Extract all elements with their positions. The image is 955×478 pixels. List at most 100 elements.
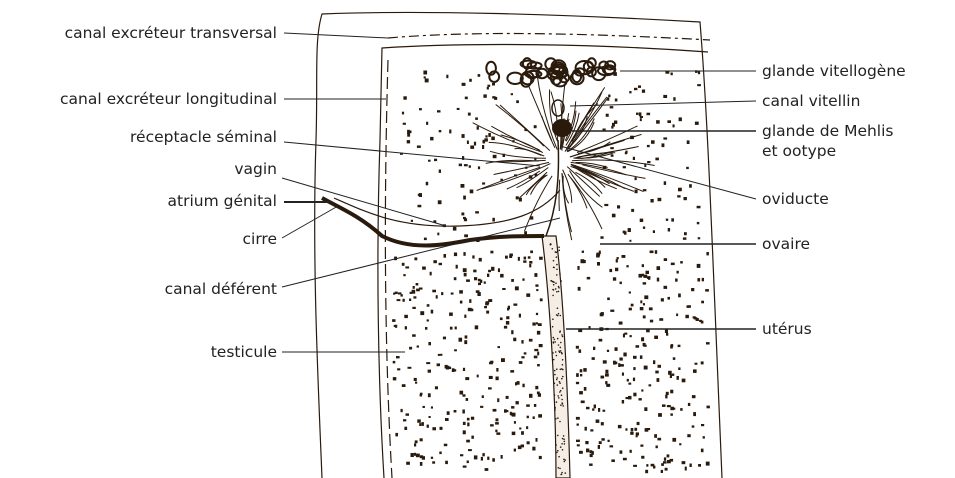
testis-dot bbox=[424, 76, 426, 78]
testis-dot bbox=[631, 304, 634, 307]
testis-dot bbox=[522, 278, 524, 280]
testis-dot bbox=[516, 100, 519, 103]
testis-dot bbox=[597, 253, 601, 256]
testis-dot bbox=[403, 274, 405, 276]
testis-dot bbox=[668, 297, 671, 300]
uterus-dot bbox=[556, 355, 558, 357]
testis-dot bbox=[511, 406, 514, 409]
testis-dot bbox=[655, 250, 657, 254]
testis-dot bbox=[594, 405, 596, 409]
testis-dot bbox=[539, 344, 543, 347]
uterus-dot bbox=[560, 350, 562, 352]
testis-dot bbox=[631, 428, 634, 431]
testis-dot bbox=[610, 310, 614, 312]
excretory-canal-transverse bbox=[388, 34, 710, 40]
testis-dot bbox=[685, 467, 687, 471]
testis-dot bbox=[420, 462, 423, 466]
testis-dot bbox=[589, 464, 593, 466]
testis-dot bbox=[691, 288, 694, 291]
uterus-dot bbox=[562, 336, 564, 338]
testis-dot bbox=[618, 363, 620, 367]
label-uterus: utérus bbox=[762, 320, 812, 338]
uterus-dot bbox=[560, 446, 562, 448]
testis-dot bbox=[597, 262, 600, 266]
testis-dot bbox=[590, 450, 593, 453]
testis-dot bbox=[432, 427, 436, 430]
testis-dot bbox=[618, 425, 622, 428]
testis-dot bbox=[656, 446, 658, 449]
testis-dot bbox=[615, 268, 618, 272]
vagina-duct bbox=[334, 190, 560, 226]
testis-dot bbox=[640, 445, 643, 447]
testis-dot bbox=[432, 290, 436, 293]
testis-dot bbox=[430, 272, 432, 276]
testis-dot bbox=[601, 422, 604, 425]
testis-dot bbox=[640, 116, 643, 118]
testis-dot bbox=[684, 232, 687, 235]
testis-dot bbox=[484, 306, 487, 308]
testis-dot bbox=[459, 338, 463, 342]
ovary-branch bbox=[520, 172, 548, 198]
testis-dot bbox=[666, 219, 668, 221]
testis-dot bbox=[521, 340, 523, 344]
testis-dot bbox=[477, 292, 480, 296]
testis-dot bbox=[498, 346, 501, 348]
testis-dot bbox=[590, 454, 593, 457]
leader-canal-excreteur-transversal bbox=[284, 33, 388, 38]
uterus-dot bbox=[553, 281, 555, 283]
testis-dot bbox=[472, 255, 474, 258]
testis-dot bbox=[403, 299, 405, 302]
testis-dot bbox=[703, 436, 705, 438]
testis-dot bbox=[490, 251, 493, 254]
testis-dot bbox=[649, 384, 652, 386]
testis-dot bbox=[403, 123, 406, 125]
testis-dot bbox=[464, 273, 467, 277]
testis-dot bbox=[480, 406, 483, 408]
testis-dot bbox=[421, 422, 424, 426]
testis-dot bbox=[581, 401, 585, 404]
testis-dot bbox=[488, 387, 492, 389]
testis-dot bbox=[432, 461, 435, 463]
testis-dot bbox=[697, 278, 700, 281]
testis-dot bbox=[540, 298, 543, 301]
uterus-dot bbox=[561, 443, 563, 445]
uterus-dot bbox=[562, 438, 564, 440]
testis-dot bbox=[583, 368, 586, 372]
testis-dot bbox=[492, 218, 495, 222]
testis-dot bbox=[481, 457, 483, 461]
testis-dot bbox=[534, 404, 536, 407]
testis-dot bbox=[687, 434, 690, 437]
testis-dot bbox=[641, 389, 643, 391]
testis-dot bbox=[697, 206, 701, 209]
testis-dot bbox=[682, 461, 686, 464]
testis-dot bbox=[438, 200, 442, 204]
testis-dot bbox=[698, 464, 701, 467]
uterus-dot bbox=[554, 370, 556, 372]
testis-dot bbox=[463, 466, 467, 468]
testis-dot bbox=[420, 438, 423, 441]
testis-dot bbox=[506, 316, 509, 319]
testis-dot bbox=[516, 401, 519, 404]
testis-dot bbox=[673, 124, 675, 127]
testis-dot bbox=[488, 133, 491, 137]
uterus-dot bbox=[560, 280, 562, 282]
testis-dot bbox=[443, 337, 446, 340]
uterus-dot bbox=[552, 295, 554, 297]
testis-dot bbox=[465, 335, 468, 338]
uterus-dot bbox=[554, 339, 556, 341]
testis-dot bbox=[524, 352, 527, 354]
label-cirre: cirre bbox=[243, 230, 278, 248]
testis-dot bbox=[607, 350, 609, 352]
testis-dot bbox=[464, 315, 466, 318]
testis-dot bbox=[393, 361, 396, 364]
testis-dot bbox=[643, 189, 647, 191]
testis-dot bbox=[536, 289, 538, 291]
testis-dot bbox=[414, 443, 416, 446]
testis-dot bbox=[404, 427, 407, 430]
testis-dot bbox=[680, 261, 683, 263]
testis-dot bbox=[439, 263, 442, 265]
testis-dot bbox=[500, 274, 504, 278]
testis-dot bbox=[414, 453, 416, 456]
testis-dot bbox=[511, 330, 513, 334]
testis-dot bbox=[694, 317, 698, 319]
